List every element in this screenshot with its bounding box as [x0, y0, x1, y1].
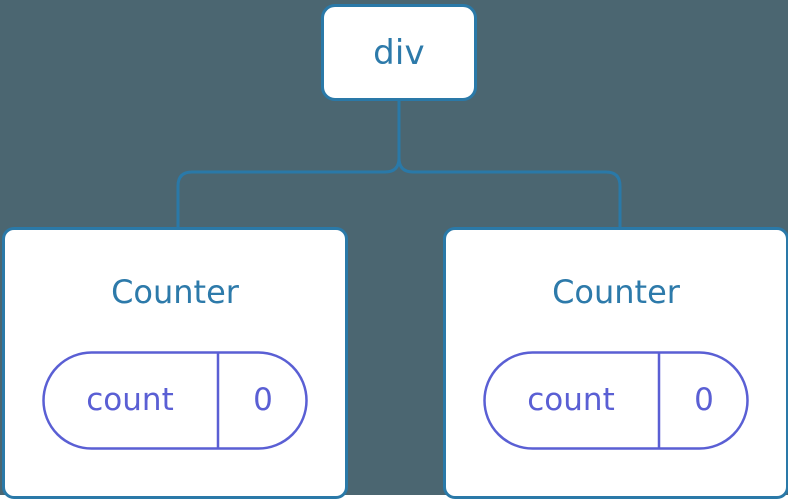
state-pill-right-shape: [483, 351, 749, 450]
state-pill-left-key: count: [86, 382, 174, 418]
node-div[interactable]: div: [321, 4, 477, 101]
node-counter-right[interactable]: Counter count 0: [443, 227, 788, 499]
edge-root-to-counter-left: [176, 100, 401, 230]
state-pill-right-value: 0: [694, 382, 714, 418]
node-counter-right-label: Counter: [552, 273, 680, 311]
node-counter-left-label: Counter: [111, 273, 239, 311]
node-div-label: div: [373, 32, 425, 73]
state-pill-right-key: count: [527, 382, 615, 418]
state-pill-left-shape: [42, 351, 308, 450]
state-pill-left-value: 0: [253, 382, 273, 418]
state-pill-right[interactable]: count 0: [483, 351, 749, 450]
node-counter-left[interactable]: Counter count 0: [2, 227, 348, 499]
edge-root-to-counter-right: [397, 100, 622, 230]
state-pill-left[interactable]: count 0: [42, 351, 308, 450]
